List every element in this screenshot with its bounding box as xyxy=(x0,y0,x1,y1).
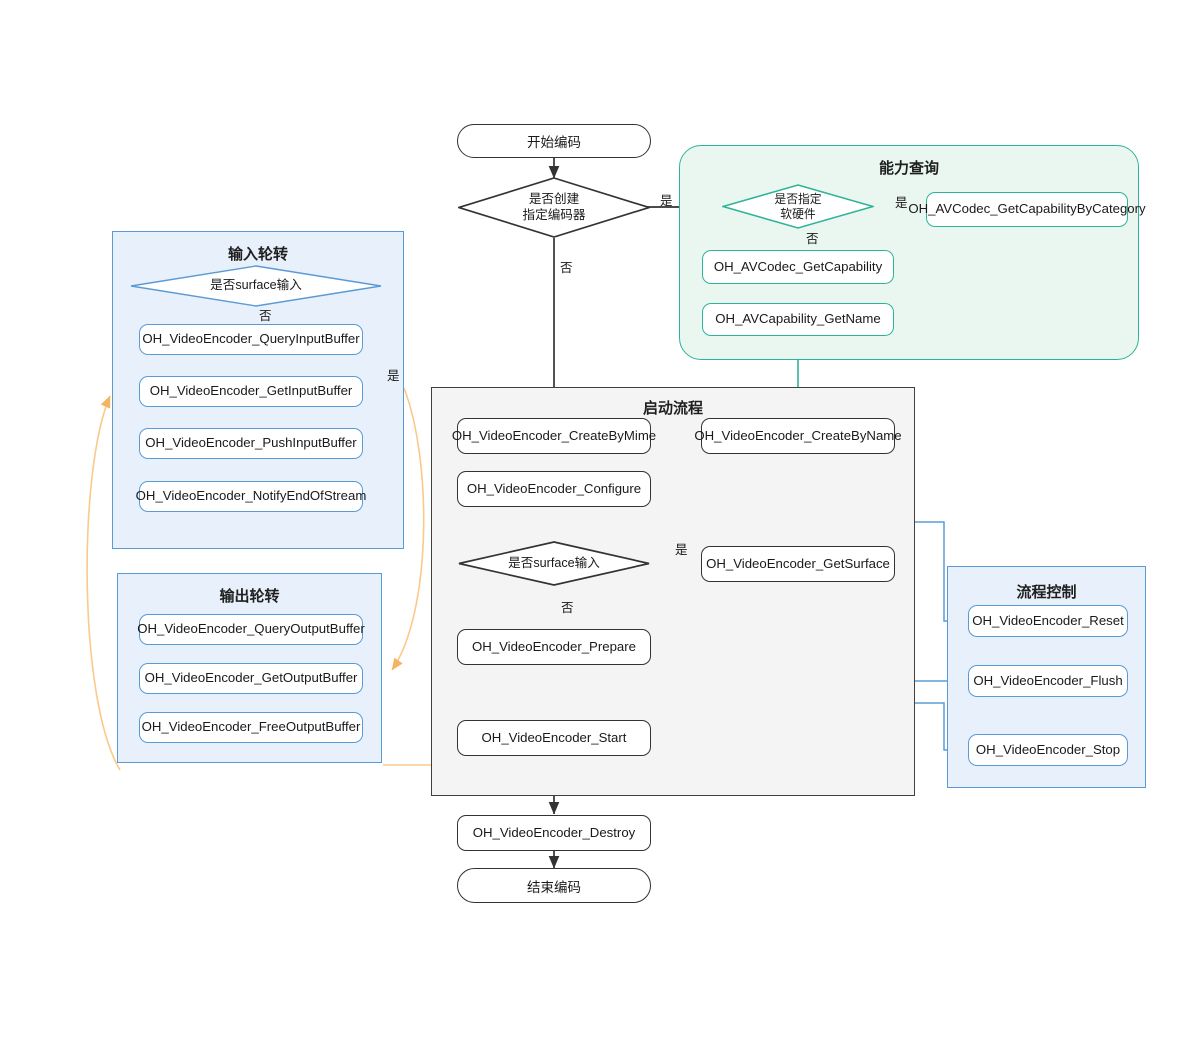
node-stop[interactable]: OH_VideoEncoder_Stop xyxy=(968,734,1128,766)
node-get-capability-by-category[interactable]: OH_AVCodec_GetCapabilityByCategory xyxy=(908,192,1146,227)
terminal-start[interactable]: 开始编码 xyxy=(457,124,651,158)
group-input-rotate-title: 输入轮转 xyxy=(227,246,288,263)
node-get-surface[interactable]: OH_VideoEncoder_GetSurface xyxy=(701,546,895,582)
edge-label-create-no: 否 xyxy=(560,261,573,275)
decision-shape xyxy=(458,177,650,238)
node-flush[interactable]: OH_VideoEncoder_Flush xyxy=(968,665,1128,697)
node-create-by-name[interactable]: OH_VideoEncoder_CreateByName xyxy=(694,418,902,454)
edge-label-create-yes: 是 xyxy=(660,194,673,208)
node-prepare[interactable]: OH_VideoEncoder_Prepare xyxy=(457,629,651,665)
node-free-output-buffer[interactable]: OH_VideoEncoder_FreeOutputBuffer xyxy=(139,712,363,743)
decision-create-label: 是否创建 指定编码器 xyxy=(522,191,586,222)
edge-label-swhw-yes: 是 xyxy=(895,196,908,210)
group-output-rotate-title: 输出轮转 xyxy=(219,588,280,605)
node-start[interactable]: OH_VideoEncoder_Start xyxy=(457,720,651,756)
node-get-input-buffer[interactable]: OH_VideoEncoder_GetInputBuffer xyxy=(139,376,363,407)
node-reset[interactable]: OH_VideoEncoder_Reset xyxy=(968,605,1128,637)
node-av-capability-get-name[interactable]: OH_AVCapability_GetName xyxy=(702,303,894,336)
node-configure[interactable]: OH_VideoEncoder_Configure xyxy=(457,471,651,507)
node-create-by-mime[interactable]: OH_VideoEncoder_CreateByMime xyxy=(452,418,656,454)
edge-label-rotate-no: 否 xyxy=(259,309,272,323)
node-get-output-buffer[interactable]: OH_VideoEncoder_GetOutputBuffer xyxy=(139,663,363,694)
node-query-output-buffer[interactable]: OH_VideoEncoder_QueryOutputBuffer xyxy=(137,614,365,645)
group-startup-title: 启动流程 xyxy=(642,400,703,417)
terminal-end[interactable]: 结束编码 xyxy=(457,868,651,903)
edge-label-surface-main-no: 否 xyxy=(561,601,574,615)
group-capability-title: 能力查询 xyxy=(878,160,939,177)
group-flow-control-title: 流程控制 xyxy=(1016,584,1077,601)
decision-create-specified-encoder[interactable]: 是否创建 指定编码器 xyxy=(458,177,650,238)
edge-label-rotate-yes: 是 xyxy=(387,369,400,383)
node-push-input-buffer[interactable]: OH_VideoEncoder_PushInputBuffer xyxy=(139,428,363,459)
node-notify-end-of-stream[interactable]: OH_VideoEncoder_NotifyEndOfStream xyxy=(136,481,366,512)
edge-label-swhw-no: 否 xyxy=(806,232,819,246)
node-query-input-buffer[interactable]: OH_VideoEncoder_QueryInputBuffer xyxy=(139,324,363,355)
edge-label-surface-main-yes: 是 xyxy=(675,543,688,557)
node-get-capability[interactable]: OH_AVCodec_GetCapability xyxy=(702,250,894,284)
node-destroy[interactable]: OH_VideoEncoder_Destroy xyxy=(457,815,651,851)
